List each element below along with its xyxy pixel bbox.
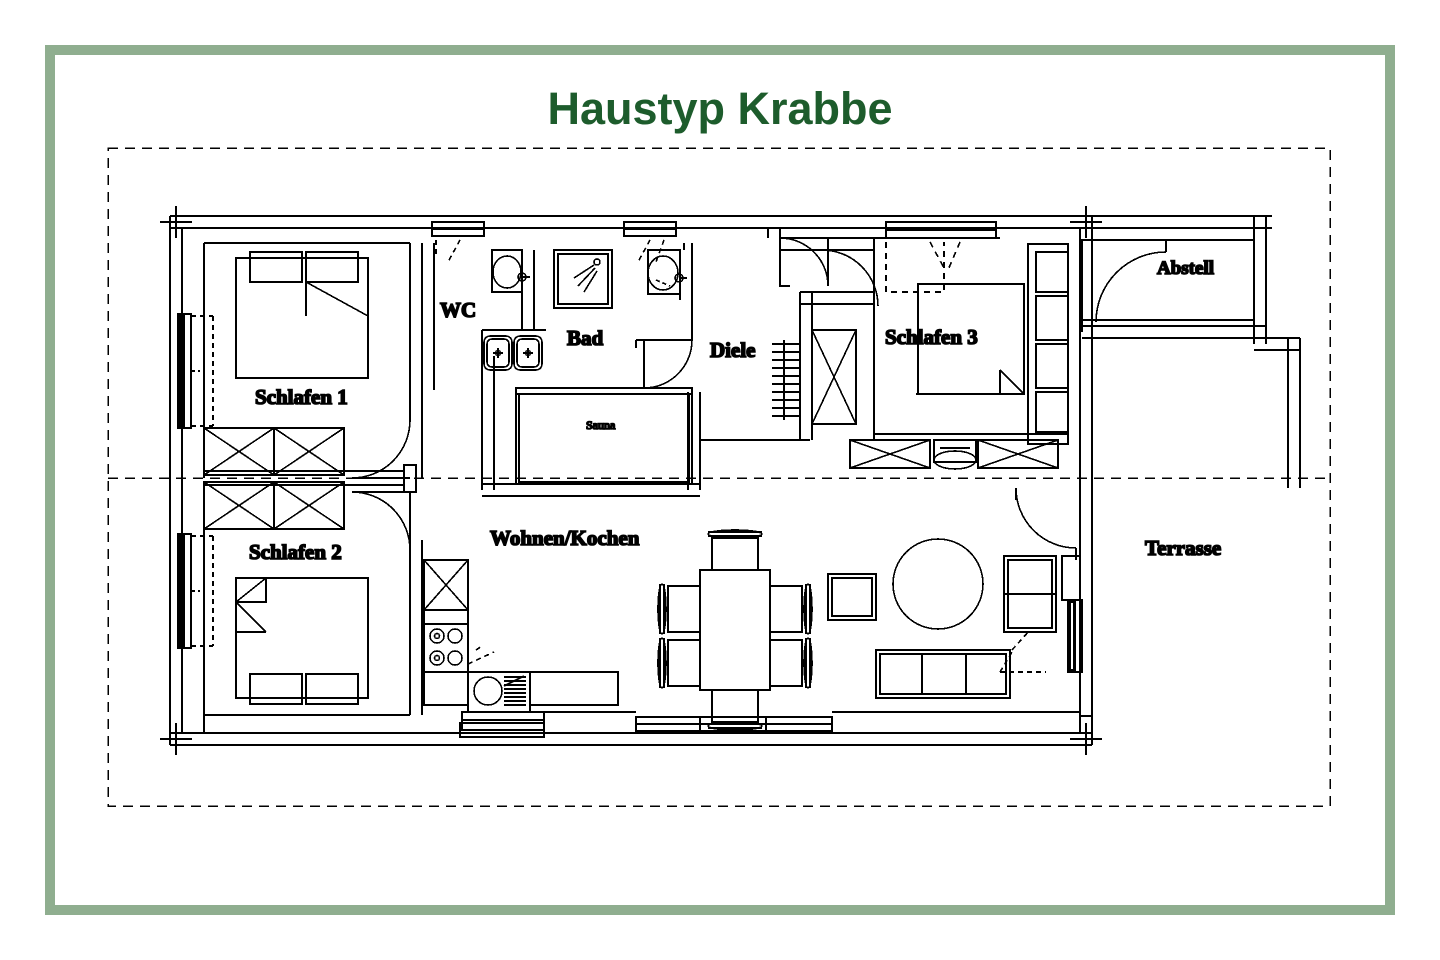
- wardrobe-schlafen-3: [1027, 243, 1069, 445]
- wardrobe-schlafen-1-upper: [203, 427, 345, 476]
- round-table: [892, 538, 984, 630]
- wall-between-bedrooms: [204, 464, 417, 493]
- room-label-sauna: Sauna: [586, 418, 616, 432]
- wall-wc-bad: [521, 250, 535, 330]
- dining-table-six-chairs: [657, 529, 813, 731]
- wall-bottom: [170, 732, 1092, 746]
- window-left-upper: [177, 313, 214, 429]
- living-area: [827, 538, 1057, 699]
- toilet-bad: [647, 249, 687, 295]
- terrasse-area: [1015, 338, 1093, 745]
- bed-schlafen-3: [916, 283, 1025, 395]
- room-label-schlafen-2: Schlafen 2: [249, 540, 342, 564]
- window-bottom-main: [635, 716, 833, 732]
- sideboard-tv: [827, 573, 877, 621]
- room-schlafen-3: [849, 237, 1069, 470]
- room-schlafen-2: [203, 491, 423, 733]
- room-label-wohnen-kochen: Wohnen/Kochen: [490, 526, 640, 550]
- wall-schlafen2-right: [409, 540, 423, 715]
- wall-diele-schlafen3: [799, 292, 813, 440]
- corner-ticks: [160, 206, 1102, 755]
- sofa: [875, 649, 1011, 699]
- double-sink: [483, 335, 543, 371]
- counter-kitchen-lower: [423, 671, 469, 706]
- room-abstell: [1081, 216, 1301, 488]
- room-label-schlafen-3: Schlafen 3: [885, 325, 978, 349]
- window-top-schlafen3: [885, 221, 997, 293]
- door-schlafen-1: [352, 390, 411, 479]
- shelf-row-schlafen-3: [849, 439, 1059, 470]
- bed-schlafen-2: [235, 577, 369, 705]
- room-label-abstell: Abstell: [1157, 258, 1214, 279]
- stove-four-burner: [423, 623, 469, 673]
- bed-schlafen-1: [235, 251, 369, 379]
- door-abstell: [1095, 251, 1167, 323]
- wall-cabinet-kitchen: [423, 559, 469, 611]
- kitchen-sink: [467, 645, 531, 713]
- page-title: Haustyp Krabbe: [547, 83, 893, 134]
- toilet-wc: [491, 249, 530, 293]
- window-left-lower: [177, 533, 214, 649]
- roof-outline: [107, 147, 1331, 807]
- shower-cabin: [553, 249, 613, 309]
- kitchen: [423, 559, 619, 731]
- wall-bad-diele: [679, 243, 693, 340]
- room-label-bad: Bad: [567, 326, 604, 350]
- counter-front: [461, 711, 545, 731]
- window-top-bad: [623, 221, 677, 263]
- entrance-door: [767, 228, 781, 238]
- door-bad: [643, 339, 692, 388]
- wardrobe-diele: [811, 329, 857, 425]
- counter-island: [529, 671, 619, 706]
- armchair: [999, 555, 1057, 673]
- plan-frame: Haustyp Krabbe: [45, 45, 1395, 915]
- window-top-wc: [431, 221, 485, 263]
- wardrobe-schlafen-2-upper: [203, 481, 345, 530]
- room-label-diele: Diele: [710, 338, 755, 362]
- room-label-terrasse: Terrasse: [1145, 536, 1221, 560]
- window-bottom-left: [459, 722, 545, 738]
- wall-schlafen1-right: [409, 243, 423, 390]
- room-bad: [481, 243, 701, 497]
- room-diele: [700, 228, 879, 441]
- coat-rack: [772, 340, 800, 420]
- room-wc: [421, 243, 546, 478]
- room-label-wc: WC: [440, 298, 476, 322]
- counter-kitchen-upper: [423, 609, 469, 625]
- room-label-schlafen-1: Schlafen 1: [255, 385, 348, 409]
- sauna-cabin: [515, 387, 693, 485]
- wall-top: [170, 215, 1272, 229]
- wall-left: [169, 216, 183, 745]
